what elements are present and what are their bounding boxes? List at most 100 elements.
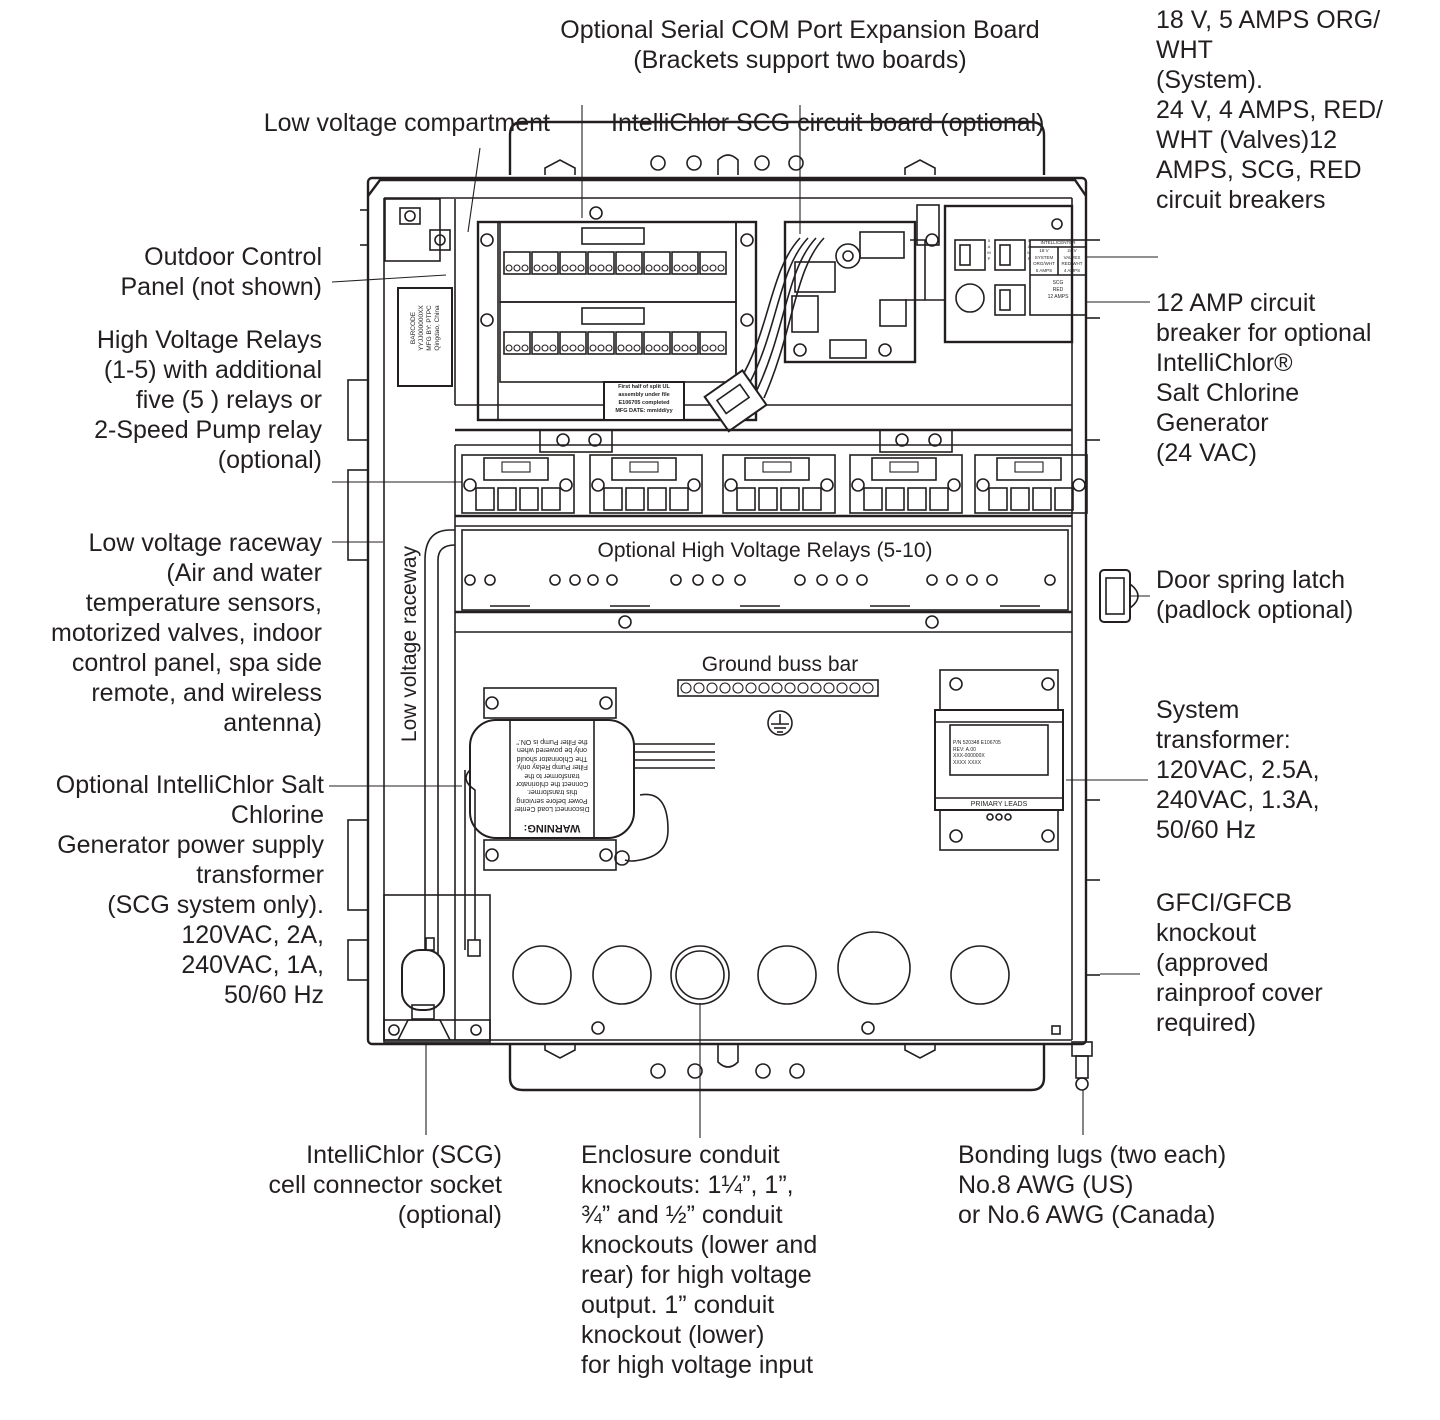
terminal-screw (617, 344, 625, 352)
terminal-screw (521, 264, 529, 272)
terminal-screw (617, 264, 625, 272)
rail-hole (484, 574, 496, 586)
conduit-label: Enclosure conduit knockouts: 1¼”, 1”, ¾”… (581, 1141, 818, 1379)
terminal-screw (605, 344, 613, 352)
terminal-screw (645, 264, 653, 272)
terminal-screw (505, 264, 513, 272)
terminal-screw (625, 344, 633, 352)
amp-small-1: 5 A M P (987, 238, 991, 261)
buss-screw (784, 682, 796, 694)
rail-hole (966, 574, 978, 586)
outdoor-panel-label: Outdoor Control Panel (not shown) (120, 243, 322, 301)
rail-hole (587, 574, 599, 586)
relay-terminal (1032, 487, 1052, 511)
relay-screw (976, 478, 990, 492)
rail-hole (734, 574, 746, 586)
terminal-screw (549, 264, 557, 272)
terminal-screw (577, 344, 585, 352)
terminal-block (587, 331, 615, 355)
terminal-screw (533, 264, 541, 272)
high-voltage-relay-tray (455, 428, 1088, 527)
low-voltage-compartment-label: Low voltage compartment (263, 109, 550, 137)
terminal-block (643, 331, 671, 355)
intellichlor-scg-board (703, 204, 945, 433)
buss-screw (797, 682, 809, 694)
relay-window (889, 461, 919, 473)
scg-power-supply-transformer (464, 687, 715, 957)
relay-terminal (625, 487, 645, 511)
top-mounting-bracket (508, 120, 1046, 175)
relay-terminal (475, 487, 495, 511)
buss-screw (862, 682, 874, 694)
terminal-block (503, 251, 531, 275)
low-voltage-compartment (384, 198, 1072, 406)
relay-terminal (929, 487, 949, 511)
door-latch-label: Door spring latch (padlock optional) (1156, 566, 1354, 624)
warning-title: WARNING: (523, 821, 581, 834)
terminal-screw (589, 264, 597, 272)
terminal-screw (701, 344, 709, 352)
relay-window (501, 461, 531, 473)
terminal-screw (653, 344, 661, 352)
relay-coil (611, 457, 677, 481)
relay (849, 454, 963, 514)
terminal-block (615, 331, 643, 355)
buss-screw (732, 682, 744, 694)
circuit-breaker-block (943, 204, 1087, 344)
rail-hole (794, 574, 806, 586)
cell-socket-label: IntelliChlor (SCG) cell connector socket… (268, 1141, 502, 1229)
optional-relays-label: Optional High Voltage Relays (5-10) (597, 539, 933, 562)
terminal-block (615, 251, 643, 275)
transformer-plate-text: P/N 520348 E106705 REV: A.00 XXX-000000X… (953, 740, 1001, 766)
relay-terminal (758, 487, 778, 511)
relay-terminal (541, 487, 561, 511)
terminal-screw (577, 264, 585, 272)
terminal-block (559, 331, 587, 355)
low-voltage-raceway (424, 445, 456, 1040)
relay-screw (947, 478, 961, 492)
serial-com-label: Optional Serial COM Port Expansion Board… (560, 16, 1040, 74)
ul-note: First half of split UL assembly under fi… (615, 384, 673, 414)
terminal-block (587, 251, 615, 275)
relay (589, 454, 703, 514)
terminal-screw (645, 344, 653, 352)
terminal-screw (605, 264, 613, 272)
relay-terminal (519, 487, 539, 511)
terminal-screw (569, 264, 577, 272)
amp-small-2: 5 A M P (1027, 238, 1031, 261)
relay (974, 454, 1088, 514)
rail-hole (670, 574, 682, 586)
relay-coil (996, 457, 1062, 481)
terminal-screw (681, 264, 689, 272)
relay-terminal (669, 487, 689, 511)
relay-terminal (780, 487, 800, 511)
terminal-screw (633, 264, 641, 272)
terminal-block (559, 251, 587, 275)
terminal-block (671, 251, 699, 275)
terminal-block (503, 331, 531, 355)
relay-window (629, 461, 659, 473)
terminal-screw (709, 264, 717, 272)
gfci-label: GFCI/GFCB knockout (approved rainproof c… (1156, 889, 1323, 1037)
system-transformer-label: System transformer: 120VAC, 2.5A, 240VAC… (1156, 696, 1320, 844)
terminal-screw (661, 264, 669, 272)
relay (461, 454, 575, 514)
terminal-screw (625, 264, 633, 272)
ground-buss-bar (677, 679, 879, 736)
relay-terminal (497, 487, 517, 511)
relay-screw (724, 478, 738, 492)
terminal-screw (533, 344, 541, 352)
relay-terminal (736, 487, 756, 511)
warning-label: WARNING: Disconnect Load Center Power be… (486, 728, 618, 842)
relay-coil (483, 457, 549, 481)
breaker-18v: 18 V SYSTEM ORG/WHT 5 AMPS (1033, 248, 1055, 273)
scg-transformer-label: Optional IntelliChlor Salt Chlorine Gene… (55, 771, 324, 1009)
terminal-block (671, 331, 699, 355)
scg-cell-connector-socket (383, 894, 491, 1043)
terminal-screw (513, 344, 521, 352)
ground-buss-label: Ground buss bar (701, 653, 859, 676)
rail-hole (569, 574, 581, 586)
barcode-sticker: BARCODE YYJJ000000XX MFG BY: PTPC Qingda… (410, 305, 441, 351)
buss-screw (758, 682, 770, 694)
terminal-screw (561, 344, 569, 352)
